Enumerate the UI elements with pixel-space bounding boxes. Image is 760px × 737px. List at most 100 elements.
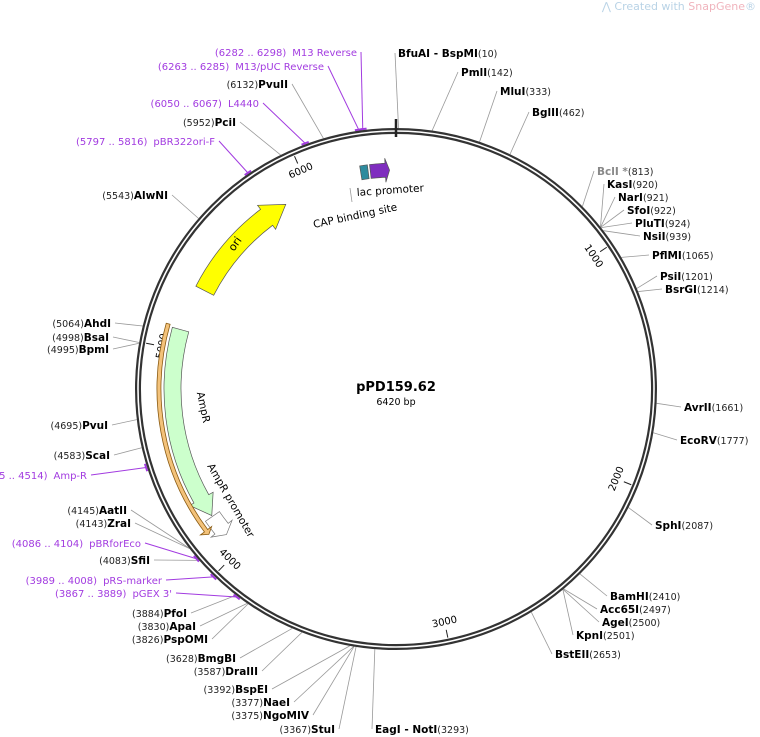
enzyme-site-label[interactable]: SfoI(922) <box>627 205 676 217</box>
primer-label[interactable]: (3989 .. 4008)pRS-marker <box>26 576 163 587</box>
enzyme-site-label[interactable]: (4145)AatII <box>67 505 127 517</box>
feature-lac-promoter[interactable] <box>369 158 390 183</box>
enzyme-site-label[interactable]: BfuAI - BspMI(10) <box>398 48 497 60</box>
orf-arc[interactable] <box>156 322 213 536</box>
enzyme-site-label[interactable]: (4995)BpmI <box>47 344 109 356</box>
enzyme-site-label[interactable]: (6132)PvuII <box>227 79 288 91</box>
enzyme-name: BmgBI <box>198 653 236 665</box>
enzyme-site-label[interactable]: NsiI(939) <box>643 231 691 243</box>
enzyme-site-label[interactable]: BamHI(2410) <box>610 591 680 603</box>
enzyme-leader <box>291 83 324 139</box>
enzyme-leader <box>562 589 574 636</box>
feature-label: AmpR <box>194 391 212 424</box>
enzyme-name: PfoI <box>164 608 187 620</box>
enzyme-leader <box>563 588 598 610</box>
enzyme-site-label[interactable]: MluI(333) <box>500 86 551 98</box>
enzyme-name: BstEII <box>555 649 589 661</box>
enzyme-position: (4143) <box>76 519 108 530</box>
enzyme-site-label[interactable]: PmlI(142) <box>461 67 513 79</box>
enzyme-site-label[interactable]: AgeI(2500) <box>602 617 660 629</box>
enzyme-leader <box>130 509 190 549</box>
snapgene-watermark: ⋀ Created with SnapGene® <box>601 0 756 13</box>
enzyme-site-label[interactable]: PsiI(1201) <box>660 271 713 283</box>
enzyme-leader <box>111 419 137 426</box>
enzyme-site-label[interactable]: (4083)SfiI <box>99 555 150 567</box>
enzyme-site-label[interactable]: (3628)BmgBI <box>166 653 236 665</box>
feature-ampr[interactable] <box>163 326 214 517</box>
enzyme-site-label[interactable]: EagI - NotI(3293) <box>375 724 469 736</box>
enzyme-site-label[interactable]: (3884)PfoI <box>132 608 187 620</box>
enzyme-leader <box>211 603 249 640</box>
enzyme-site-label[interactable]: (4998)BsaI <box>52 332 109 344</box>
enzyme-site-label[interactable]: KpnI(2501) <box>576 630 635 642</box>
enzyme-site-label[interactable]: Acc65I(2497) <box>600 604 671 616</box>
enzyme-name: AlwNI <box>134 190 168 202</box>
enzyme-site-label[interactable]: (4695)PvuI <box>50 420 108 432</box>
enzyme-site-label[interactable]: AvrII(1661) <box>684 402 743 414</box>
enzyme-name: SfoI <box>627 205 650 217</box>
feature-cap-binding-site[interactable] <box>359 164 370 181</box>
enzyme-site-label[interactable]: NarI(921) <box>618 192 669 204</box>
primer-label[interactable]: (6050 .. 6067)L4440 <box>151 99 259 110</box>
enzyme-position: (922) <box>650 206 676 217</box>
enzyme-leader <box>562 589 600 623</box>
primer-leader <box>165 576 214 581</box>
enzyme-site-label[interactable]: (5543)AlwNI <box>102 190 168 202</box>
primer-label[interactable]: (5797 .. 5816)pBR322ori-F <box>76 137 215 148</box>
enzyme-site-label[interactable]: (3367)StuI <box>279 724 335 736</box>
primer-name: Amp-R <box>54 471 88 482</box>
enzyme-name: BsrGI <box>665 284 697 296</box>
enzyme-name: BclI * <box>597 166 628 178</box>
enzyme-name: AhdI <box>84 318 111 330</box>
primer-range: (6282 .. 6298) <box>215 48 287 59</box>
enzyme-leader <box>638 288 663 292</box>
primer-label[interactable]: (4495 .. 4514)Amp-R <box>0 471 87 482</box>
enzyme-leader <box>530 611 553 655</box>
enzyme-name: BsaI <box>84 332 109 344</box>
enzyme-site-label[interactable]: BstEII(2653) <box>555 649 621 661</box>
enzyme-position: (4998) <box>52 333 84 344</box>
feature-label: CAP binding site <box>312 201 398 231</box>
primer-range: (3989 .. 4008) <box>26 576 98 587</box>
enzyme-site-label[interactable]: PflMI(1065) <box>652 250 713 262</box>
primer-label[interactable]: (4086 .. 4104)pBRforEco <box>12 539 141 550</box>
enzyme-site-label[interactable]: (5064)AhdI <box>52 318 111 330</box>
enzyme-site-label[interactable]: EcoRV(1777) <box>680 435 748 447</box>
primer-label[interactable]: (6263 .. 6285)M13/pUC Reverse <box>158 62 324 73</box>
enzyme-name: AgeI <box>602 617 629 629</box>
enzyme-name: BfuAI - BspMI <box>398 48 478 60</box>
plasmid-name: pPD159.62 <box>356 380 436 395</box>
enzyme-site-label[interactable]: (3587)DraIII <box>194 666 258 678</box>
enzyme-position: (10) <box>478 49 498 60</box>
feature-ori[interactable] <box>195 204 287 296</box>
enzyme-site-label[interactable]: SphI(2087) <box>655 520 713 532</box>
enzyme-site-label[interactable]: BsrGI(1214) <box>665 284 729 296</box>
enzyme-site-label[interactable]: (4143)ZraI <box>76 518 131 530</box>
enzyme-name: AvrII <box>684 402 712 414</box>
enzyme-leader <box>293 646 354 703</box>
enzyme-site-label[interactable]: (4583)ScaI <box>54 450 110 462</box>
enzyme-site-label[interactable]: (5952)PciI <box>183 117 236 129</box>
enzyme-position: (4995) <box>47 345 79 356</box>
enzyme-site-label[interactable]: (3392)BspEI <box>204 684 268 696</box>
enzyme-site-label[interactable]: (3826)PspOMI <box>132 634 208 646</box>
enzyme-site-label[interactable]: (3830)ApaI <box>138 621 196 633</box>
enzyme-site-label[interactable]: BclI *(813) <box>597 166 653 178</box>
primer-range: (6050 .. 6067) <box>151 99 223 110</box>
tick-label: 2000 <box>607 465 627 493</box>
primer-site-mark <box>143 463 149 472</box>
enzyme-site-label[interactable]: BglII(462) <box>532 107 584 119</box>
enzyme-name: EagI - NotI <box>375 724 437 736</box>
enzyme-site-label[interactable]: PluTI(924) <box>635 218 690 230</box>
enzyme-site-label[interactable]: (3377)NaeI <box>232 697 291 709</box>
enzyme-position: (2087) <box>681 521 713 532</box>
enzyme-site-label[interactable]: KasI(920) <box>607 179 658 191</box>
enzyme-site-label[interactable]: (3375)NgoMIV <box>231 710 309 722</box>
primer-label[interactable]: (6282 .. 6298)M13 Reverse <box>215 48 357 59</box>
primer-label[interactable]: (3867 .. 3889)pGEX 3' <box>55 589 172 600</box>
enzyme-leader <box>579 573 608 597</box>
enzyme-position: (920) <box>632 180 658 191</box>
enzyme-position: (4145) <box>67 506 99 517</box>
enzyme-position: (3830) <box>138 622 170 633</box>
